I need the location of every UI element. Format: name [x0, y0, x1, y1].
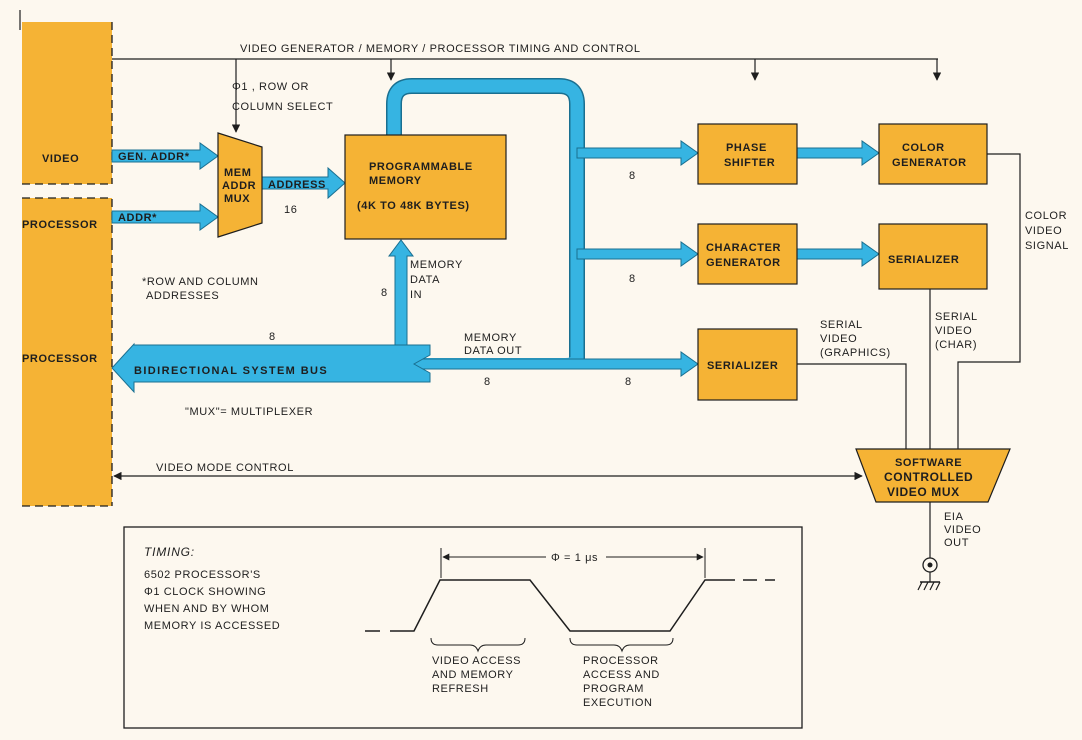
software-video-mux: SOFTWARE CONTROLLED VIDEO MUX — [855, 448, 1011, 503]
phase-shifter: PHASE SHIFTER — [697, 123, 798, 185]
serial-char-line1: SERIAL — [935, 311, 978, 323]
mux-line2: ADDR — [222, 180, 256, 192]
timing-period: Φ = 1 μs — [551, 552, 598, 564]
addr-label: ADDR* — [118, 212, 157, 224]
system-bus-label: BIDIRECTIONAL SYSTEM BUS — [134, 365, 328, 377]
width-ser-graphics: 8 — [625, 376, 632, 388]
eia-output — [917, 502, 941, 591]
serializer-graphics-label: SERIALIZER — [707, 360, 778, 372]
memory-in-width: 8 — [381, 287, 388, 299]
width-sys-top: 8 — [269, 331, 276, 343]
timing-desc4: MEMORY IS ACCESSED — [144, 620, 280, 632]
timing-desc3: WHEN AND BY WHOM — [144, 603, 270, 615]
memory-line3: (4K TO 48K BYTES) — [357, 200, 470, 212]
system-bus — [111, 342, 431, 394]
color-generator: COLOR GENERATOR — [878, 123, 988, 185]
processor-label: PROCESSOR — [22, 353, 98, 365]
mem-addr-mux: MEM ADDR MUX — [217, 132, 263, 238]
character-generator: CHARACTER GENERATOR — [697, 223, 798, 285]
processor-phase-line2: ACCESS AND — [583, 669, 660, 681]
processor-phase-line3: PROGRAM — [583, 683, 644, 695]
phase-to-color-bus — [796, 140, 880, 166]
memory-data-in-bus — [388, 239, 414, 346]
timing-desc1: 6502 PROCESSOR'S — [144, 569, 261, 581]
clock-waveform — [365, 579, 775, 632]
video-mux-line3: VIDEO MUX — [887, 485, 960, 499]
phi-select-line2: COLUMN SELECT — [232, 101, 333, 113]
timing-desc2: Φ1 CLOCK SHOWING — [144, 586, 266, 598]
video-phase-line1: VIDEO ACCESS — [432, 655, 521, 667]
memory-in-line3: IN — [410, 289, 422, 301]
address-bus — [261, 166, 346, 200]
eia-line3: OUT — [944, 537, 969, 549]
char-line1: CHARACTER — [706, 242, 781, 254]
color-video-line3: SIGNAL — [1025, 240, 1069, 252]
programmable-memory: PROGRAMMABLE MEMORY (4K TO 48K BYTES) — [344, 134, 507, 240]
processor-block: PROCESSOR — [22, 242, 113, 507]
timing-control-line — [112, 58, 942, 133]
video-mux-line1: SOFTWARE — [895, 457, 962, 469]
bus-to-serializer-graphics — [399, 351, 699, 377]
width-sys-bottom: 8 — [484, 376, 491, 388]
video-block: VIDEO — [22, 22, 113, 185]
bus-to-phase-shifter — [576, 140, 699, 166]
processor-phase-line1: PROCESSOR — [583, 655, 659, 667]
serializer-char-label: SERIALIZER — [888, 254, 959, 266]
mux-line1: MEM — [224, 167, 251, 179]
gen-addr-bus — [111, 142, 219, 170]
serializer-char: SERIALIZER — [878, 223, 988, 290]
row-col-note-line1: *ROW AND COLUMN — [142, 276, 259, 288]
processor-phase-line4: EXECUTION — [583, 697, 653, 709]
gen-addr-label: GEN. ADDR* — [118, 151, 190, 163]
memory-in-line1: MEMORY — [410, 259, 463, 271]
video-label: VIDEO — [42, 153, 79, 165]
memory-out-line1: MEMORY — [464, 332, 517, 344]
address-label: ADDRESS — [268, 179, 326, 191]
processor-phase-brace — [569, 637, 674, 653]
timing-control-label: VIDEO GENERATOR / MEMORY / PROCESSOR TIM… — [240, 43, 641, 55]
processor-addr-block: PROCESSOR — [22, 197, 113, 242]
eia-line2: VIDEO — [944, 524, 981, 536]
phase-line1: PHASE — [726, 142, 767, 154]
color-video-line2: VIDEO — [1025, 225, 1062, 237]
memory-in-line2: DATA — [410, 274, 440, 286]
memory-line2: MEMORY — [369, 175, 422, 187]
serializer-graphics: SERIALIZER — [697, 328, 798, 401]
char-to-serializer-bus — [796, 241, 880, 267]
serial-char-line3: (CHAR) — [935, 339, 977, 351]
serial-graphics-line1: SERIAL — [820, 319, 863, 331]
video-phase-line2: AND MEMORY — [432, 669, 514, 681]
video-signal-lines — [797, 153, 1021, 450]
addr-bus — [111, 203, 219, 231]
color-line2: GENERATOR — [892, 157, 967, 169]
address-width: 16 — [284, 204, 297, 216]
char-line2: GENERATOR — [706, 257, 781, 269]
color-line1: COLOR — [902, 142, 945, 154]
video-mux-line2: CONTROLLED — [884, 470, 973, 484]
serial-graphics-line2: VIDEO — [820, 333, 857, 345]
processor-addr-label: PROCESSOR — [22, 219, 98, 231]
timing-box: TIMING: 6502 PROCESSOR'S Φ1 CLOCK SHOWIN… — [123, 526, 803, 729]
row-col-note-line2: ADDRESSES — [146, 290, 219, 302]
mux-note: "MUX"= MULTIPLEXER — [185, 406, 313, 418]
mux-line3: MUX — [224, 193, 250, 205]
memory-out-line2: DATA OUT — [464, 345, 522, 357]
color-video-line1: COLOR — [1025, 210, 1067, 222]
phase-line2: SHIFTER — [724, 157, 775, 169]
phi-select-line1: Φ1 , ROW OR — [232, 81, 309, 93]
video-phase-brace — [430, 637, 526, 653]
eia-line1: EIA — [944, 511, 964, 523]
serial-graphics-line3: (GRAPHICS) — [820, 347, 891, 359]
width-phase: 8 — [629, 170, 636, 182]
timing-title: TIMING: — [144, 545, 195, 559]
bus-to-character-generator — [576, 241, 699, 267]
width-char: 8 — [629, 273, 636, 285]
serial-char-line2: VIDEO — [935, 325, 972, 337]
memory-line1: PROGRAMMABLE — [369, 161, 473, 173]
video-phase-line3: REFRESH — [432, 683, 489, 695]
video-mode-label: VIDEO MODE CONTROL — [156, 462, 294, 474]
